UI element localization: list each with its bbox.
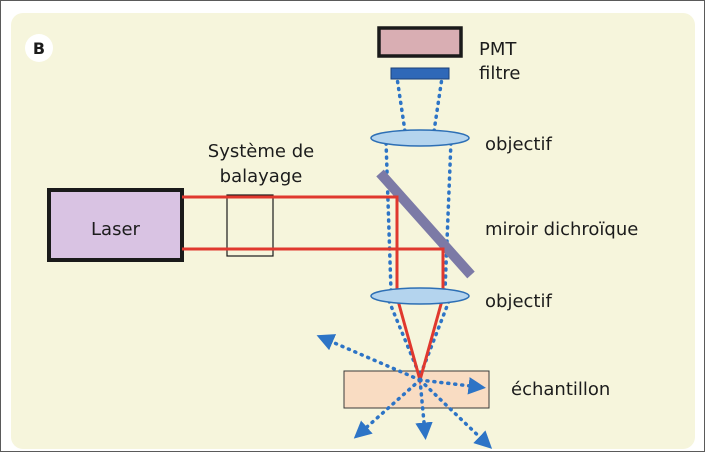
objective-bottom-label: objectif bbox=[485, 291, 552, 312]
emission-ray-left-upper bbox=[394, 69, 408, 140]
scatter-ray-down-right bbox=[418, 378, 493, 449]
objective-lens-top bbox=[370, 129, 470, 147]
sample-block bbox=[343, 370, 490, 409]
scatter-ray-right bbox=[418, 377, 486, 395]
emission-ray-left-lower bbox=[387, 299, 422, 378]
pmt-box bbox=[377, 26, 463, 58]
emission-ray-right-middle bbox=[443, 139, 453, 293]
scanning-system-label: Système de balayage bbox=[207, 141, 315, 187]
scattered-emission bbox=[316, 334, 493, 449]
objective-top-label: objectif bbox=[485, 134, 552, 155]
laser-label: Laser bbox=[91, 219, 140, 240]
scatter-ray-down bbox=[415, 378, 433, 440]
laser-beam-upper bbox=[182, 195, 399, 297]
emission-ray-left-middle bbox=[384, 139, 393, 293]
scanning-system-box bbox=[226, 194, 274, 257]
dichroic-mirror bbox=[376, 169, 475, 279]
focal-point bbox=[417, 377, 423, 383]
laser-box bbox=[47, 188, 184, 262]
dichroic-mirror-label: miroir dichroïque bbox=[485, 219, 639, 240]
emission-ray-right-upper bbox=[431, 69, 445, 140]
panel-label: B bbox=[25, 34, 53, 62]
sample-label: échantillon bbox=[511, 379, 611, 400]
pmt-label: PMT bbox=[479, 39, 517, 60]
filter-label: filtre bbox=[479, 63, 521, 84]
laser-beam-lower bbox=[182, 247, 445, 297]
emission-rays bbox=[384, 69, 453, 378]
objective-lens-bottom bbox=[370, 287, 470, 305]
scatter-ray-down-left bbox=[353, 378, 422, 439]
filter-bar bbox=[390, 67, 450, 80]
emission-ray-right-lower bbox=[418, 299, 451, 378]
